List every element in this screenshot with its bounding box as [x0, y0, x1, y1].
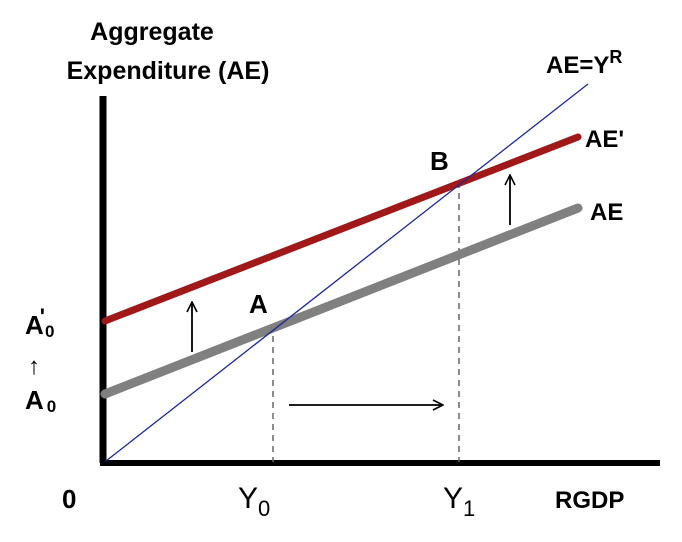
x-tick-y0: Y0	[238, 482, 270, 521]
ae-prime-label: AE'	[585, 126, 624, 153]
ae-label: AE	[590, 199, 623, 226]
ae-prime-line	[101, 133, 582, 325]
ae-line	[100, 203, 583, 399]
intercept-a0-prime-label: A'0	[25, 304, 54, 341]
y-axis-title-line-2: Expenditure (AE)	[67, 57, 270, 85]
x-axis-label: RGDP	[555, 487, 624, 514]
origin-label: 0	[62, 484, 76, 514]
line-45-degree	[105, 83, 589, 462]
point-b-label: B	[430, 146, 449, 176]
y-axis-title-line-1: Aggregate	[90, 18, 214, 46]
line-45-label: AE=YR	[546, 47, 622, 79]
x-tick-y1: Y1	[443, 482, 475, 521]
intercept-shift-arrow: ↑	[28, 353, 40, 380]
point-a-label: A	[249, 289, 268, 319]
